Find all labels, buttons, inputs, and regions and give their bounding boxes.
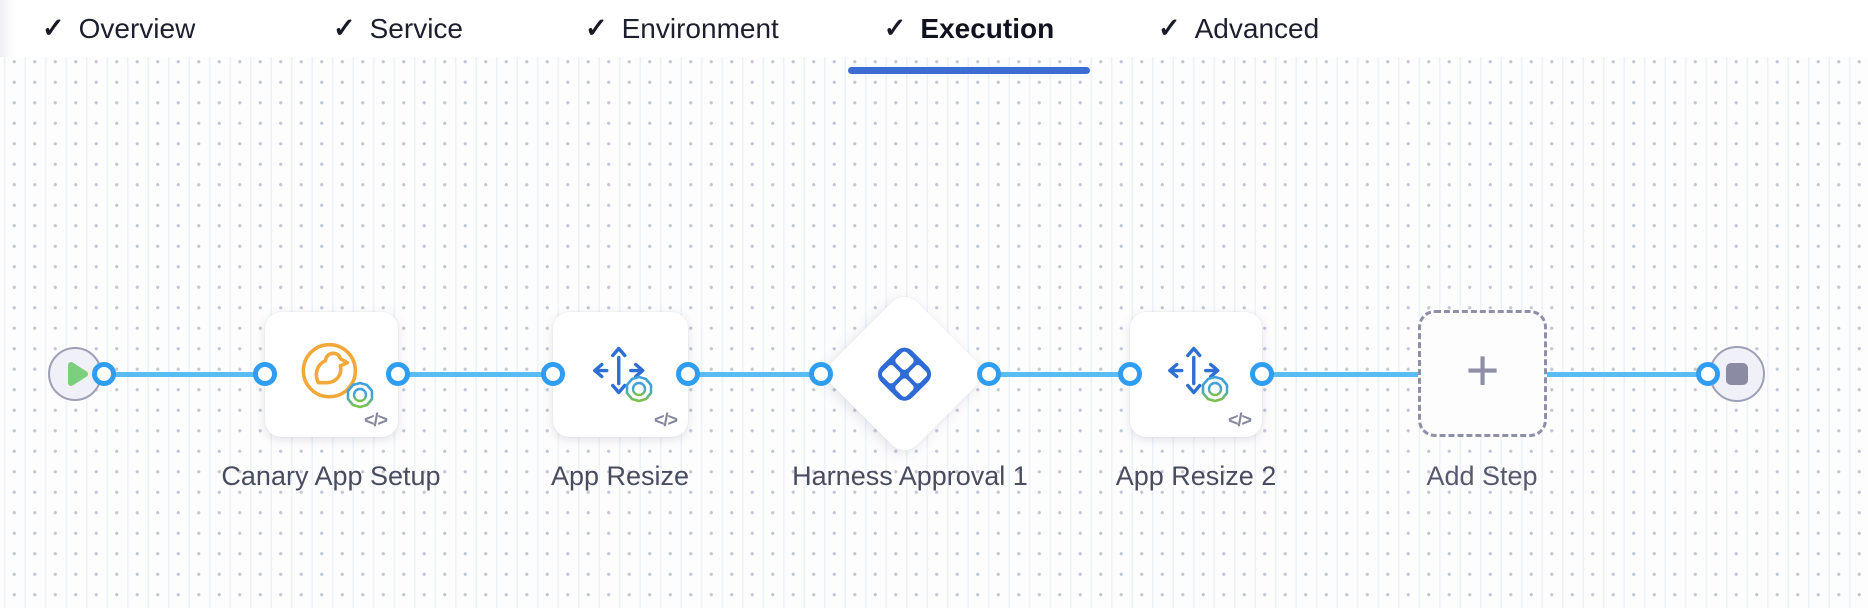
tab-service[interactable]: ✓ Service <box>333 0 463 57</box>
connector-port[interactable] <box>676 362 700 386</box>
play-icon <box>67 362 88 386</box>
connector-port[interactable] <box>1250 362 1274 386</box>
step-node-harness-approval[interactable] <box>820 289 989 458</box>
tab-overview[interactable]: ✓ Overview <box>42 0 195 57</box>
canary-icon <box>301 342 357 399</box>
tab-label: Overview <box>78 12 196 44</box>
connector-port[interactable] <box>1696 362 1720 386</box>
plus-icon: + <box>1465 337 1500 403</box>
add-step-button[interactable]: + <box>1418 310 1547 437</box>
tab-label: Service <box>369 12 463 44</box>
connector-port[interactable] <box>977 362 1001 386</box>
tab-advanced[interactable]: ✓ Advanced <box>1158 0 1319 57</box>
tab-environment[interactable]: ✓ Environment <box>585 0 779 57</box>
check-icon: ✓ <box>1158 13 1181 43</box>
connector-port[interactable] <box>809 362 833 386</box>
step-node-app-resize[interactable]: </> <box>553 312 688 437</box>
stop-icon <box>1726 363 1748 385</box>
code-badge-icon: </> <box>363 410 388 430</box>
step-label-app-resize-2: App Resize 2 <box>1115 461 1277 491</box>
check-icon: ✓ <box>42 13 65 43</box>
gear-icon <box>346 381 374 409</box>
step-label-canary-app-setup: Canary App Setup <box>221 461 441 491</box>
gear-icon <box>625 375 653 403</box>
resize-arrows-icon <box>1168 346 1220 394</box>
step-node-canary-app-setup[interactable]: </> <box>265 312 398 437</box>
resize-arrows-icon <box>592 346 644 394</box>
gear-icon <box>1201 375 1229 403</box>
pipeline-canvas[interactable]: </> </> <box>0 57 1868 608</box>
harness-logo-icon <box>877 346 932 401</box>
pipeline-start-node[interactable] <box>48 347 102 401</box>
connector-port[interactable] <box>541 362 565 386</box>
code-badge-icon: </> <box>1227 410 1252 430</box>
connector-port[interactable] <box>253 362 277 386</box>
code-badge-icon: </> <box>653 410 678 430</box>
step-node-app-resize-2[interactable]: </> <box>1130 312 1262 437</box>
active-tab-underline <box>848 67 1090 74</box>
pipeline-end-node[interactable] <box>1709 346 1765 402</box>
check-icon: ✓ <box>333 13 356 43</box>
step-label-add-step: Add Step <box>1426 461 1538 491</box>
tab-label: Advanced <box>1194 12 1320 44</box>
tab-label: Environment <box>621 12 779 44</box>
step-label-harness-approval: Harness Approval 1 <box>792 461 1028 491</box>
check-icon: ✓ <box>883 13 907 43</box>
connector-port[interactable] <box>1118 362 1142 386</box>
connector-port[interactable] <box>386 362 410 386</box>
tab-execution[interactable]: ✓ Execution <box>848 0 1090 74</box>
tab-label: Execution <box>920 12 1055 44</box>
connector-port[interactable] <box>92 362 116 386</box>
step-tabs-bar: ✓ Overview ✓ Service ✓ Environment ✓ Exe… <box>0 0 1868 74</box>
check-icon: ✓ <box>585 13 608 43</box>
step-label-app-resize: App Resize <box>550 461 690 491</box>
